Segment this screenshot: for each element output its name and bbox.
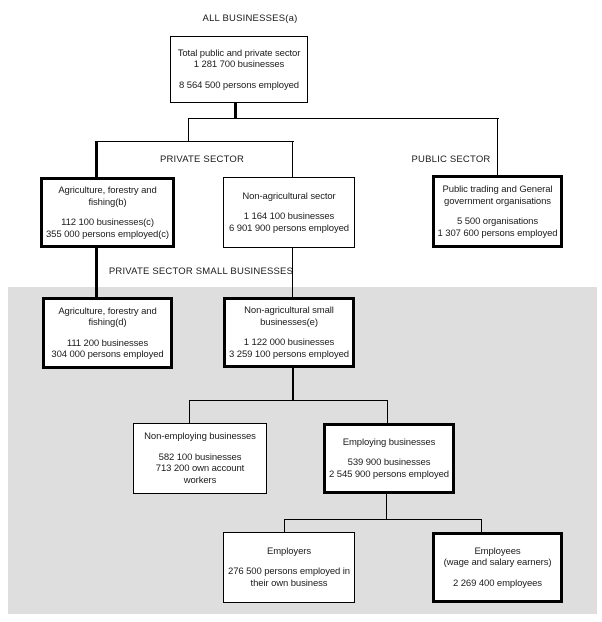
box-text-line: fishing(b): [88, 196, 127, 208]
box-text-line: Employers: [267, 545, 311, 557]
box-text-line: Agriculture, forestry and: [58, 305, 157, 317]
box-text-line: Non-employing businesses: [144, 431, 256, 442]
box-text-line: 8 564 500 persons employed: [179, 79, 299, 91]
node-non-employing-businesses: Non-employing businesses 582 100 business…: [133, 423, 267, 494]
box-text-line: 276 500 persons employed in: [228, 566, 350, 578]
box-text-line: Employing businesses: [342, 436, 436, 448]
connector-employers-drop: [284, 519, 285, 532]
connector-nonag-drop: [292, 141, 293, 178]
label-private-sector-small-businesses: PRIVATE SECTOR SMALL BUSINESSES: [108, 266, 294, 277]
connector-agriculture-drop: [95, 141, 98, 178]
connector-employment-bracket: [190, 400, 388, 401]
box-text-line: 3 259 100 persons employed: [229, 348, 349, 360]
connector-employing-stub: [386, 493, 387, 519]
box-text-line: 539 900 businesses: [347, 457, 431, 469]
connector-public-drop: [497, 118, 498, 176]
box-text-line: 304 000 persons employed: [51, 349, 164, 360]
box-text-line: businesses(e): [260, 316, 318, 328]
box-text-line: Total public and private sector: [177, 47, 301, 59]
box-text-line: 112 100 businesses(c): [61, 217, 154, 228]
label-public-sector: PUBLIC SECTOR: [411, 154, 491, 165]
node-non-agricultural-sector: Non-agricultural sector 1 164 100 busines…: [223, 177, 355, 248]
box-text-line: 2 545 900 persons employed: [329, 468, 449, 480]
box-text-line: Agriculture, forestry and: [58, 185, 157, 196]
label-all-businesses: ALL BUSINESSES(a): [202, 13, 298, 24]
box-text-line: (wage and salary earners): [443, 557, 552, 569]
connector-employing-drop: [387, 400, 388, 423]
box-text-line: 5 500 organisations: [456, 216, 539, 227]
box-text-line: 1 122 000 businesses: [243, 337, 335, 348]
box-text-line: fishing(d): [88, 317, 127, 328]
box-text-line: Non-agricultural sector: [242, 190, 336, 202]
box-text-line: Non-agricultural small: [244, 305, 334, 316]
connector-employees-drop: [481, 519, 482, 532]
box-text-line: 713 200 own account: [155, 463, 245, 474]
box-text-line: government organisations: [444, 195, 551, 207]
box-text-line: workers: [183, 474, 217, 486]
box-text-line: 1 281 700 businesses: [193, 59, 285, 71]
connector-total-stub: [234, 102, 237, 119]
node-employees: Employees(wage and salary earners) 2 269 …: [432, 532, 563, 603]
connector-top-horizontal: [188, 118, 499, 119]
connector-nonag-small-stub: [292, 368, 294, 401]
box-text-line: 111 200 businesses: [66, 337, 149, 349]
box-text-line: 355 000 persons employed(c): [46, 228, 169, 240]
connector-agriculture-small-drop: [95, 248, 98, 298]
box-text-line: 1 307 600 persons employed: [437, 227, 558, 239]
connector-nonemploying-drop: [189, 400, 190, 423]
box-text-line: 582 100 businesses: [158, 451, 242, 463]
connector-employer-bracket: [285, 519, 482, 520]
box-text-line: 6 901 900 persons employed: [229, 222, 349, 234]
connector-private-bracket: [97, 141, 294, 142]
box-text-line: 1 164 100 businesses: [243, 211, 335, 223]
box-text-line: Public trading and General: [442, 184, 553, 195]
box-text-line: their own business: [250, 577, 328, 589]
connector-nonag-small-drop: [292, 248, 293, 298]
connector-private-drop: [188, 118, 189, 142]
label-private-sector: PRIVATE SECTOR: [159, 154, 245, 165]
box-text-line: Employees: [474, 545, 521, 557]
box-text-line: 2 269 400 employees: [453, 577, 542, 589]
